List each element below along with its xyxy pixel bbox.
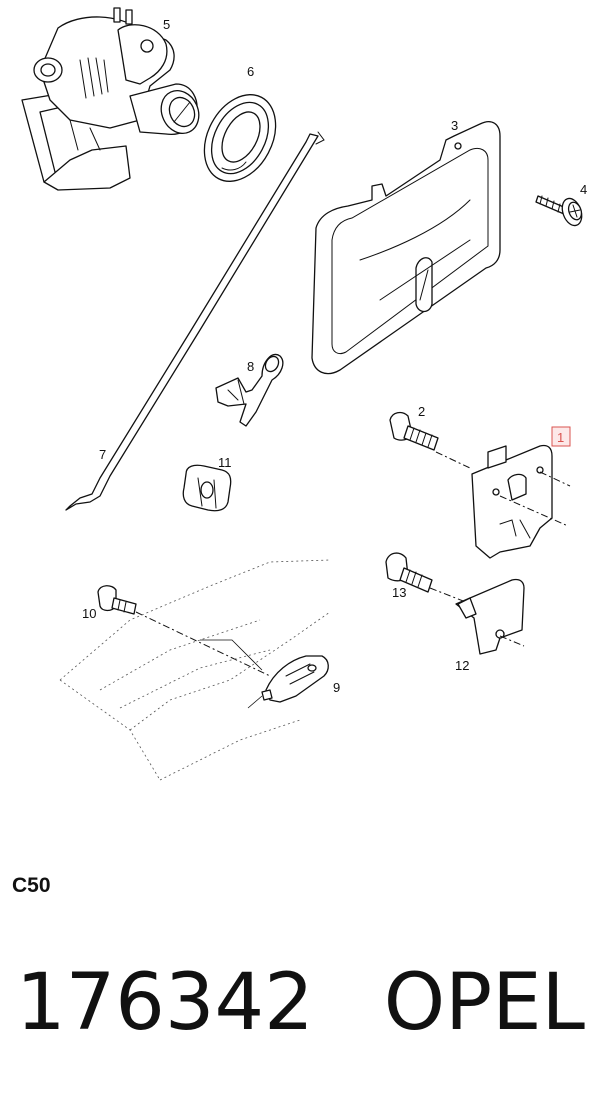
exploded-parts-diagram: 2 3 4 5 6 7 8 9 10 11 12 13 1 [21,7,587,781]
part-2-bolt [389,411,439,451]
callout-7: 7 [99,447,106,462]
callout-13: 13 [392,585,406,600]
callout-12: 12 [455,658,469,673]
callout-1: 1 [557,430,564,445]
part-5-lock-cylinder [21,7,200,191]
part-3-filler-housing [311,121,501,375]
part-9-cable-release [59,559,331,781]
callout-9: 9 [333,680,340,695]
callout-4: 4 [580,182,587,197]
brand-name: OPEL [383,958,585,1048]
part-11-bushing [182,464,232,512]
part-1-latch-bracket [435,444,571,559]
part-8-clip [215,353,284,427]
part-6-grommet [203,94,277,182]
callout-3: 3 [451,118,458,133]
callout-5: 5 [163,17,170,32]
part-4-screw [535,195,583,227]
callout-6: 6 [247,64,254,79]
part-7-rod [65,131,325,511]
part-10-bolt [97,585,271,677]
callout-2: 2 [418,404,425,419]
part-12-retaining-bracket [455,578,525,655]
section-code: C50 [12,874,51,897]
callout-10: 10 [82,606,96,621]
callout-8: 8 [247,359,254,374]
callout-1-highlight[interactable]: 1 [551,426,571,447]
callout-11: 11 [218,455,232,470]
part-number: 176342 [16,958,314,1048]
footer: 176342 OPEL [16,958,585,1048]
